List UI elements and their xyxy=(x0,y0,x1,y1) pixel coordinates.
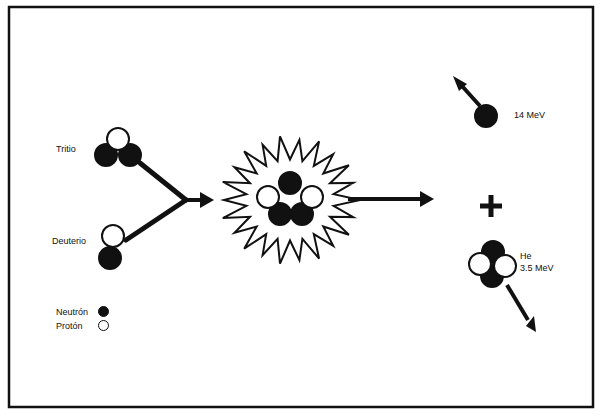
arrow xyxy=(507,285,528,320)
arrowhead xyxy=(420,191,434,207)
starburst xyxy=(223,136,360,263)
energy-label: 14 MeV xyxy=(514,111,545,121)
deuterium-nucleus xyxy=(99,225,124,269)
arrowhead xyxy=(453,76,467,91)
legend-swatch xyxy=(98,320,109,331)
legend-row: Protón xyxy=(56,320,109,331)
neutron xyxy=(475,105,497,127)
arrow xyxy=(348,197,425,201)
legend-swatch xyxy=(98,306,109,317)
arrowhead xyxy=(200,192,214,208)
tritium-nucleus xyxy=(95,128,141,166)
arrow xyxy=(462,86,480,106)
energy-label: 3.5 MeV xyxy=(520,264,554,274)
legend-text: Protón xyxy=(56,321,92,331)
compound-nucleus xyxy=(257,172,323,225)
nucleus-label: Tritio xyxy=(56,145,76,155)
frame xyxy=(9,7,593,407)
plus-sign xyxy=(480,195,502,217)
legend-row: Neutrón xyxy=(56,306,109,317)
nucleus-label: Deuterio xyxy=(52,237,86,247)
arrowhead xyxy=(526,316,536,332)
merge-lines xyxy=(126,163,186,240)
nucleus-label: He xyxy=(520,252,532,262)
legend-text: Neutrón xyxy=(56,307,92,317)
helium-nucleus xyxy=(469,241,516,287)
